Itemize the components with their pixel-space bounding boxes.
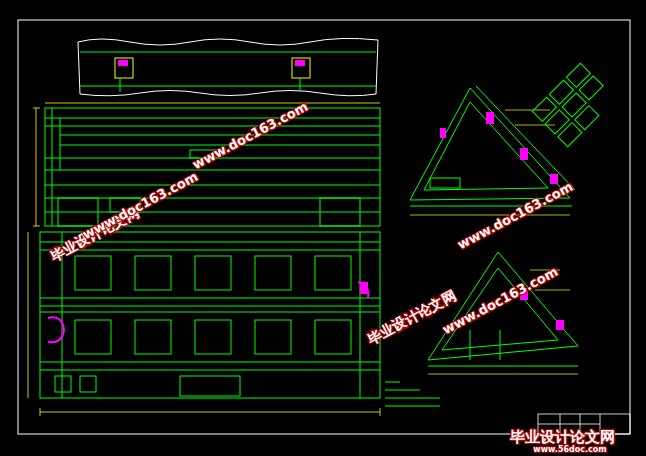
watermark: www.56doc.com: [533, 445, 606, 454]
watermark: 毕业设计论文网: [510, 428, 615, 447]
